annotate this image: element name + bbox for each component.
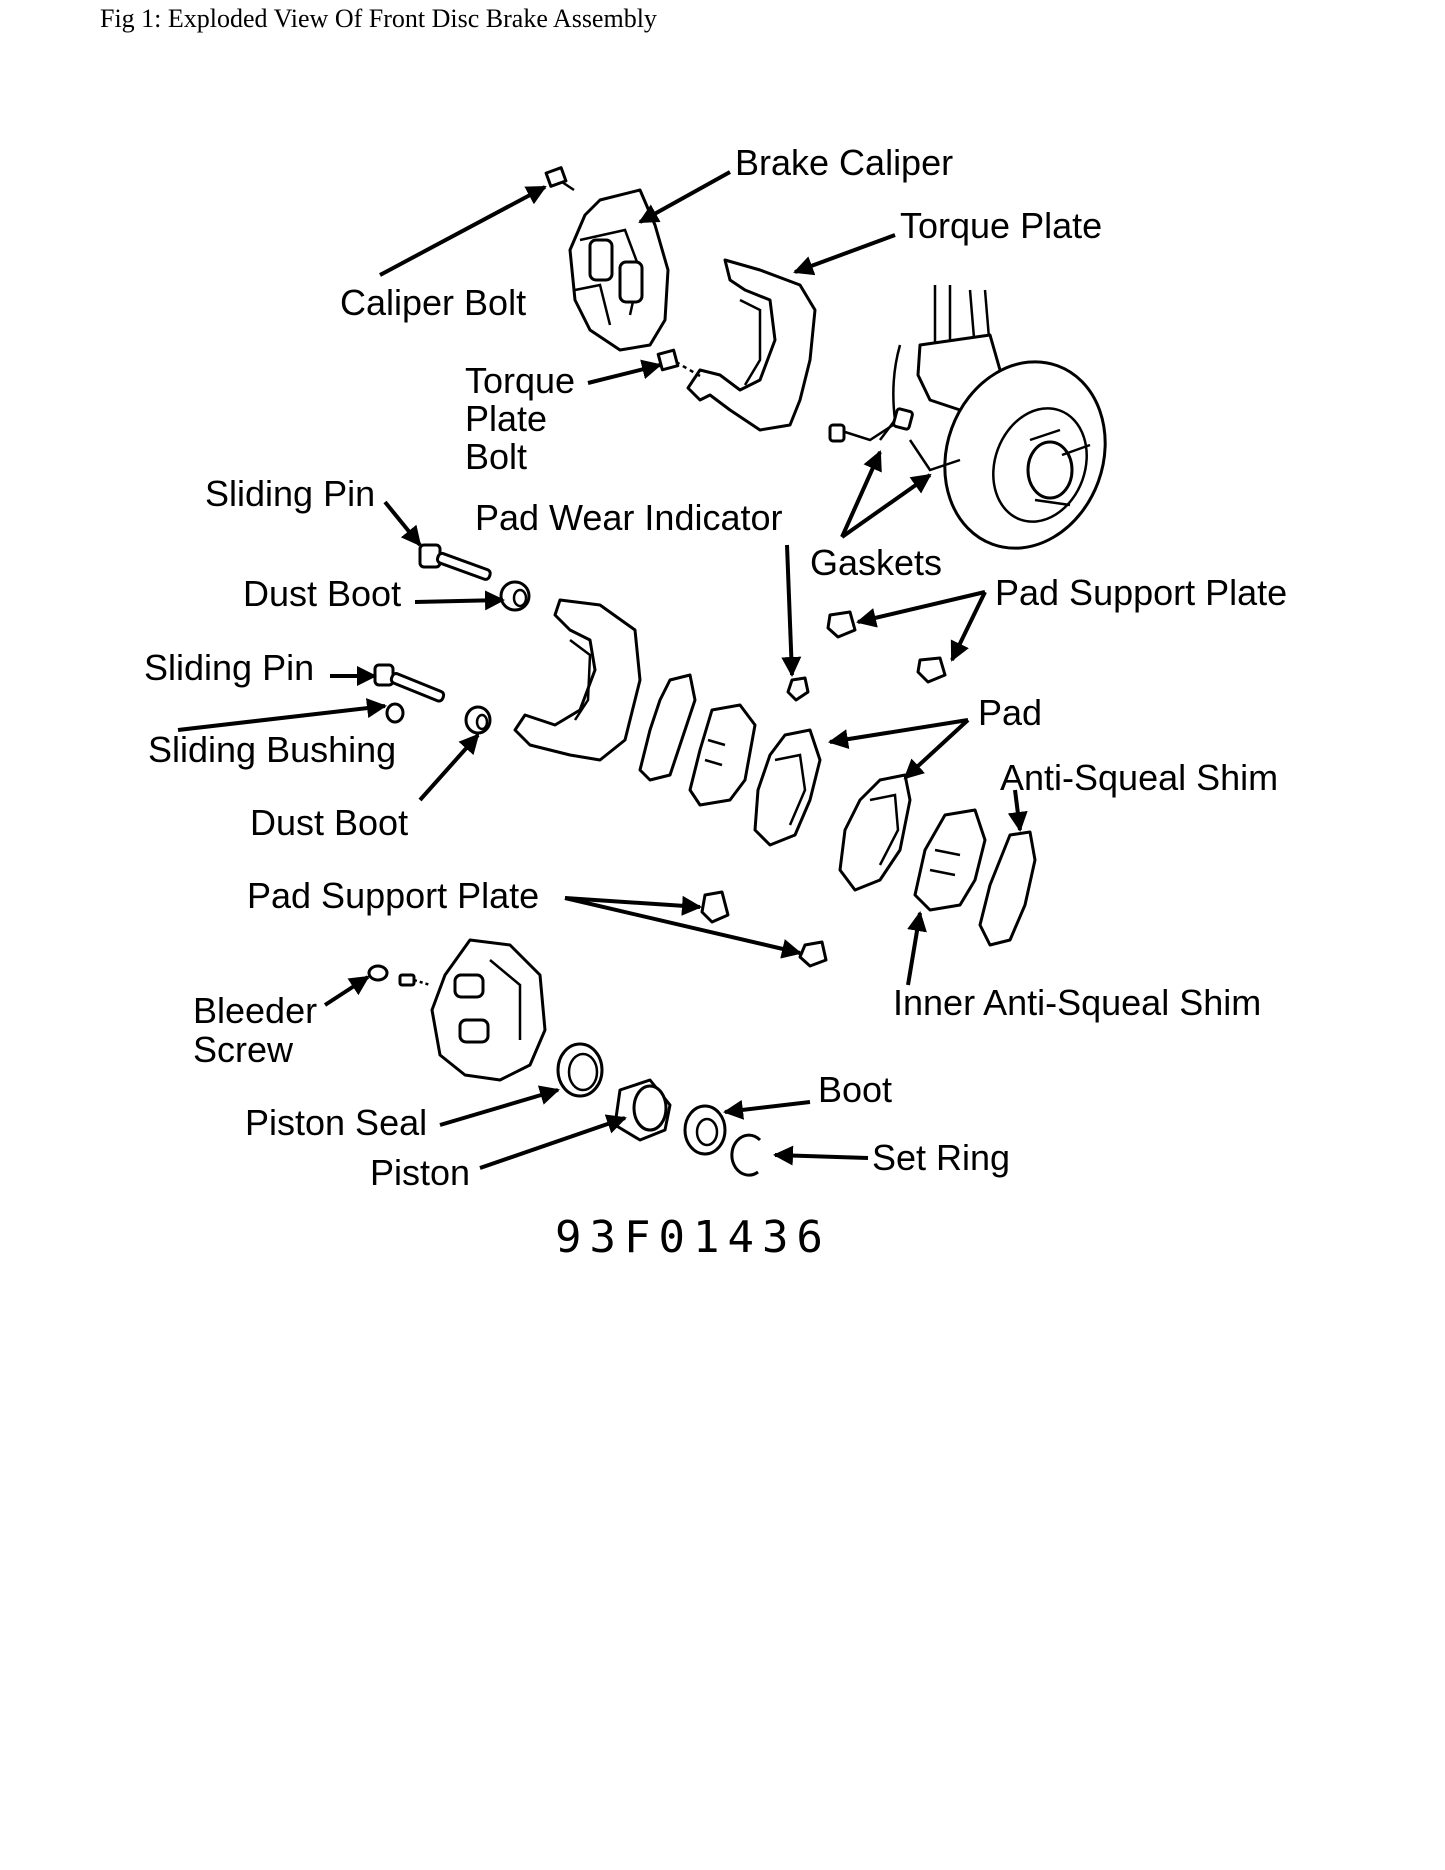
dust-boot-top-part: [499, 580, 531, 612]
brake-caliper-bottom-part: [430, 938, 547, 1082]
sliding-pin-top-part: [418, 543, 492, 581]
label-boot: Boot: [818, 1069, 892, 1110]
steering-knuckle-rotor-part: [879, 285, 1107, 550]
label-pad-wear-indicator: Pad Wear Indicator: [475, 497, 783, 538]
label-pad-support-plate-top: Pad Support Plate: [995, 572, 1287, 613]
label-bleeder-screw-line2: Screw: [193, 1029, 294, 1070]
boot-part: [683, 1104, 727, 1156]
label-torque-plate-bolt-line3: Bolt: [465, 436, 527, 477]
torque-plate-bolt-part: [656, 348, 701, 378]
label-caliper-bolt: Caliper Bolt: [340, 282, 526, 323]
leader-arrows: [177, 170, 1028, 1170]
label-sliding-bushing: Sliding Bushing: [148, 729, 396, 770]
anti-squeal-shim-part: [978, 830, 1037, 947]
pad-wear-indicator-part: [786, 676, 810, 702]
label-brake-caliper: Brake Caliper: [735, 142, 953, 183]
label-piston-seal: Piston Seal: [245, 1102, 427, 1143]
pad-support-plate-bottom-part: [700, 890, 828, 968]
figure-code: 93F01436: [555, 1212, 831, 1263]
set-ring-part: [730, 1133, 762, 1177]
outer-shim-part: [638, 673, 697, 782]
label-sliding-pin-top: Sliding Pin: [205, 473, 375, 514]
label-torque-plate-bolt-line1: Torque: [465, 360, 575, 401]
bleeder-screw-part: [367, 964, 431, 987]
label-torque-plate-bolt-line2: Plate: [465, 398, 547, 439]
label-inner-anti-squeal-shim: Inner Anti-Squeal Shim: [893, 982, 1261, 1023]
label-sliding-pin-mid: Sliding Pin: [144, 647, 314, 688]
pad-outer-part: [753, 728, 822, 847]
label-dust-boot-top: Dust Boot: [243, 573, 401, 614]
outer-shim-plate-part: [688, 703, 757, 807]
label-piston: Piston: [370, 1152, 470, 1193]
piston-part: [613, 1078, 672, 1142]
mounting-bracket-part: [513, 598, 642, 762]
dust-boot-bottom-part: [464, 705, 492, 735]
label-torque-plate: Torque Plate: [900, 205, 1102, 246]
label-pad-support-plate-bottom: Pad Support Plate: [247, 875, 539, 916]
label-dust-boot-bottom: Dust Boot: [250, 802, 408, 843]
pad-inner-part: [838, 773, 912, 892]
sliding-pin-mid-part: [373, 663, 446, 703]
brake-caliper-part: [568, 188, 670, 352]
label-bleeder-screw-line1: Bleeder: [193, 990, 317, 1031]
piston-seal-part: [556, 1042, 604, 1098]
torque-plate-part: [686, 258, 817, 432]
brake-assembly-diagram: Brake Caliper Torque Plate Caliper Bolt …: [144, 142, 1287, 1263]
figure-caption: Fig 1: Exploded View Of Front Disc Brake…: [100, 4, 657, 33]
pad-support-plate-top-part: [826, 610, 947, 684]
label-pad: Pad: [978, 692, 1042, 733]
sliding-bushing-part: [385, 702, 405, 724]
label-set-ring: Set Ring: [872, 1137, 1010, 1178]
brake-hose-part: [828, 407, 914, 443]
caliper-bolt-part: [544, 166, 575, 192]
label-anti-squeal-shim: Anti-Squeal Shim: [1000, 757, 1278, 798]
inner-shim-part: [913, 808, 987, 912]
label-gaskets: Gaskets: [810, 542, 942, 583]
